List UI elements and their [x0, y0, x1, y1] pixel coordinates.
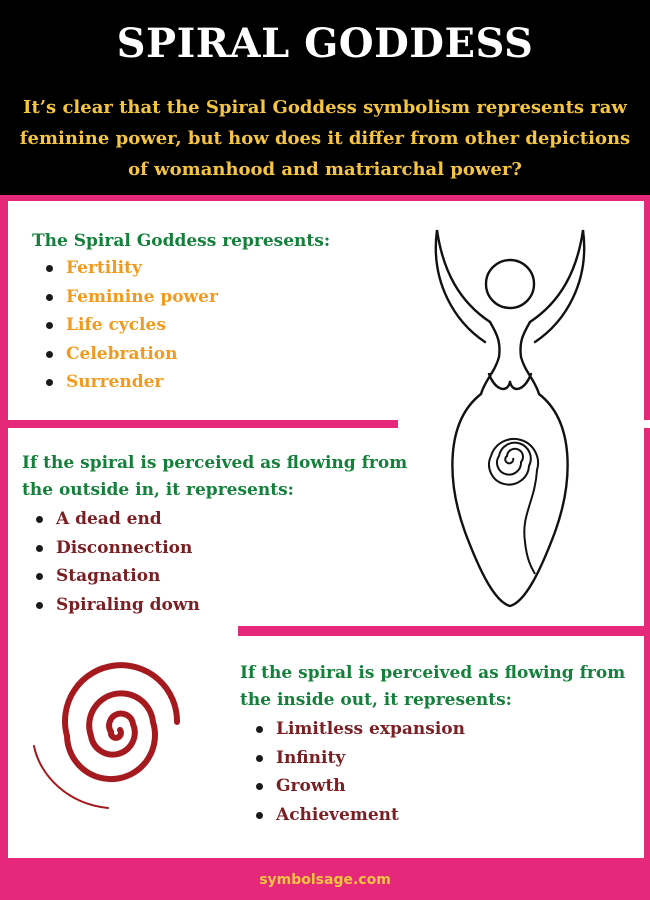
list-item: Achievement — [248, 801, 465, 830]
footer-source: symbolsage.com — [259, 872, 391, 888]
list-item: Limitless expansion — [248, 715, 465, 744]
list-item: Spiraling down — [28, 591, 200, 620]
section3-heading-line2: the inside out, it represents: — [240, 690, 512, 710]
panel-connector — [8, 626, 238, 636]
panel-inside-out — [8, 636, 644, 858]
list-item: Growth — [248, 772, 465, 801]
section2-list: A dead end Disconnection Stagnation Spir… — [28, 505, 200, 619]
list-item: Surrender — [38, 368, 218, 397]
spiral-goddess-figure-icon — [434, 229, 586, 608]
page-title: SPIRAL GODDESS — [116, 20, 534, 67]
section2-heading-line1: If the spiral is perceived as flowing fr… — [22, 453, 408, 473]
section3-heading-line1: If the spiral is perceived as flowing fr… — [240, 663, 626, 683]
list-item: Disconnection — [28, 534, 200, 563]
list-item: Celebration — [38, 340, 218, 369]
panel-represents — [8, 201, 644, 420]
page-subtitle: It’s clear that the Spiral Goddess symbo… — [19, 97, 631, 180]
header-banner: SPIRAL GODDESS It’s clear that the Spira… — [0, 0, 650, 195]
section3-list: Limitless expansion Infinity Growth Achi… — [248, 715, 465, 829]
list-item: Fertility — [38, 254, 218, 283]
list-item: Life cycles — [38, 311, 218, 340]
list-item: Infinity — [248, 744, 465, 773]
section1-heading: The Spiral Goddess represents: — [32, 231, 331, 251]
list-item: A dead end — [28, 505, 200, 534]
section3-heading: If the spiral is perceived as flowing fr… — [240, 660, 625, 714]
list-item: Feminine power — [38, 283, 218, 312]
section2-heading-line2: the outside in, it represents: — [22, 480, 294, 500]
red-spiral-icon — [33, 662, 181, 809]
section1-list: Fertility Feminine power Life cycles Cel… — [38, 254, 218, 397]
section2-heading: If the spiral is perceived as flowing fr… — [22, 450, 407, 504]
panel-connector — [398, 420, 650, 428]
list-item: Stagnation — [28, 562, 200, 591]
